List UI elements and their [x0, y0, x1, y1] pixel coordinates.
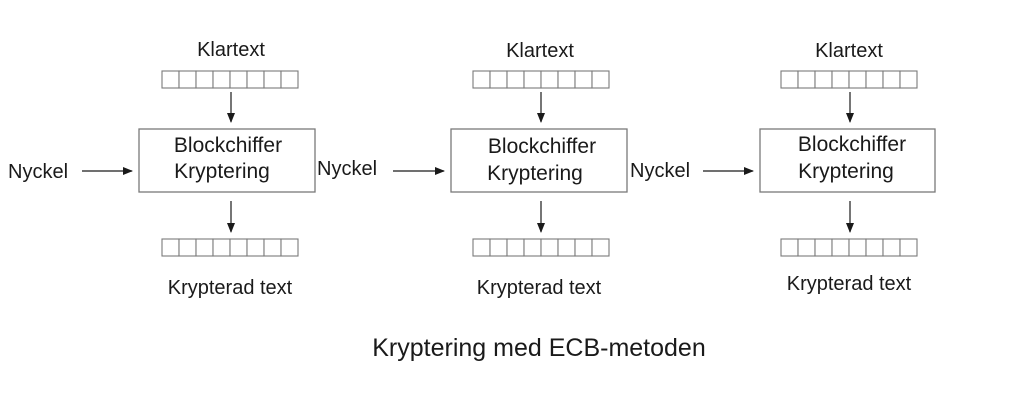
block-cell — [882, 238, 901, 257]
block-cell — [489, 238, 508, 257]
block-cell — [472, 238, 491, 257]
block-cell — [814, 70, 833, 89]
block-cell — [797, 70, 816, 89]
block-cell — [797, 238, 816, 257]
block-cell — [195, 70, 214, 89]
block-cell — [848, 70, 867, 89]
block-cell — [263, 70, 282, 89]
block-cell — [814, 238, 833, 257]
block-cell — [831, 70, 850, 89]
block-cipher-box — [759, 128, 936, 193]
key-label: Nyckel — [8, 161, 68, 183]
block-cell — [178, 238, 197, 257]
block-cell — [195, 238, 214, 257]
plaintext-block — [780, 70, 918, 89]
stage-3: Klartext Blockchiffer Kryptering Nyckel … — [630, 40, 936, 295]
block-cell — [506, 238, 525, 257]
diagram-caption: Kryptering med ECB-metoden — [372, 334, 705, 362]
ciphertext-label: Krypterad text — [168, 277, 293, 299]
block-cell — [591, 70, 610, 89]
block-cell — [246, 238, 265, 257]
stage-1: Klartext Blockchiffer Kryptering Nyckel … — [8, 39, 316, 299]
key-label: Nyckel — [317, 158, 377, 180]
block-cell — [489, 70, 508, 89]
block-cipher-line1: Blockchiffer — [174, 134, 282, 157]
plaintext-block — [472, 70, 610, 89]
block-cell — [557, 70, 576, 89]
plaintext-block — [161, 70, 299, 89]
block-cell — [557, 238, 576, 257]
block-cell — [899, 70, 918, 89]
block-cell — [540, 238, 559, 257]
block-cipher-line2: Kryptering — [798, 160, 894, 183]
plaintext-label: Klartext — [197, 39, 265, 61]
block-cell — [229, 70, 248, 89]
ciphertext-block — [161, 238, 299, 257]
block-cell — [472, 70, 491, 89]
block-cell — [865, 70, 884, 89]
key-label: Nyckel — [630, 160, 690, 182]
ciphertext-label: Krypterad text — [787, 273, 912, 295]
block-cell — [280, 70, 299, 89]
plaintext-label: Klartext — [815, 40, 883, 62]
ciphertext-label: Krypterad text — [477, 277, 602, 299]
block-cell — [506, 70, 525, 89]
block-cell — [848, 238, 867, 257]
block-cipher-line1: Blockchiffer — [488, 135, 596, 158]
stage-2: Klartext Blockchiffer Kryptering Nyckel … — [317, 40, 628, 299]
ciphertext-block — [780, 238, 918, 257]
block-cell — [780, 238, 799, 257]
ciphertext-block — [472, 238, 610, 257]
block-cell — [591, 238, 610, 257]
block-cell — [212, 238, 231, 257]
block-cell — [263, 238, 282, 257]
block-cell — [280, 238, 299, 257]
block-cell — [574, 70, 593, 89]
block-cipher-line2: Kryptering — [487, 162, 583, 185]
block-cell — [178, 70, 197, 89]
block-cell — [899, 238, 918, 257]
block-cell — [229, 238, 248, 257]
block-cell — [212, 70, 231, 89]
block-cell — [523, 238, 542, 257]
block-cell — [882, 70, 901, 89]
block-cipher-box — [138, 128, 316, 193]
block-cell — [246, 70, 265, 89]
block-cell — [780, 70, 799, 89]
block-cipher-line2: Kryptering — [174, 160, 270, 183]
block-cipher-box — [450, 128, 628, 193]
block-cell — [865, 238, 884, 257]
block-cell — [161, 70, 180, 89]
block-cell — [540, 70, 559, 89]
block-cell — [161, 238, 180, 257]
block-cell — [831, 238, 850, 257]
block-cell — [574, 238, 593, 257]
block-cipher-line1: Blockchiffer — [798, 133, 906, 156]
block-cell — [523, 70, 542, 89]
plaintext-label: Klartext — [506, 40, 574, 62]
